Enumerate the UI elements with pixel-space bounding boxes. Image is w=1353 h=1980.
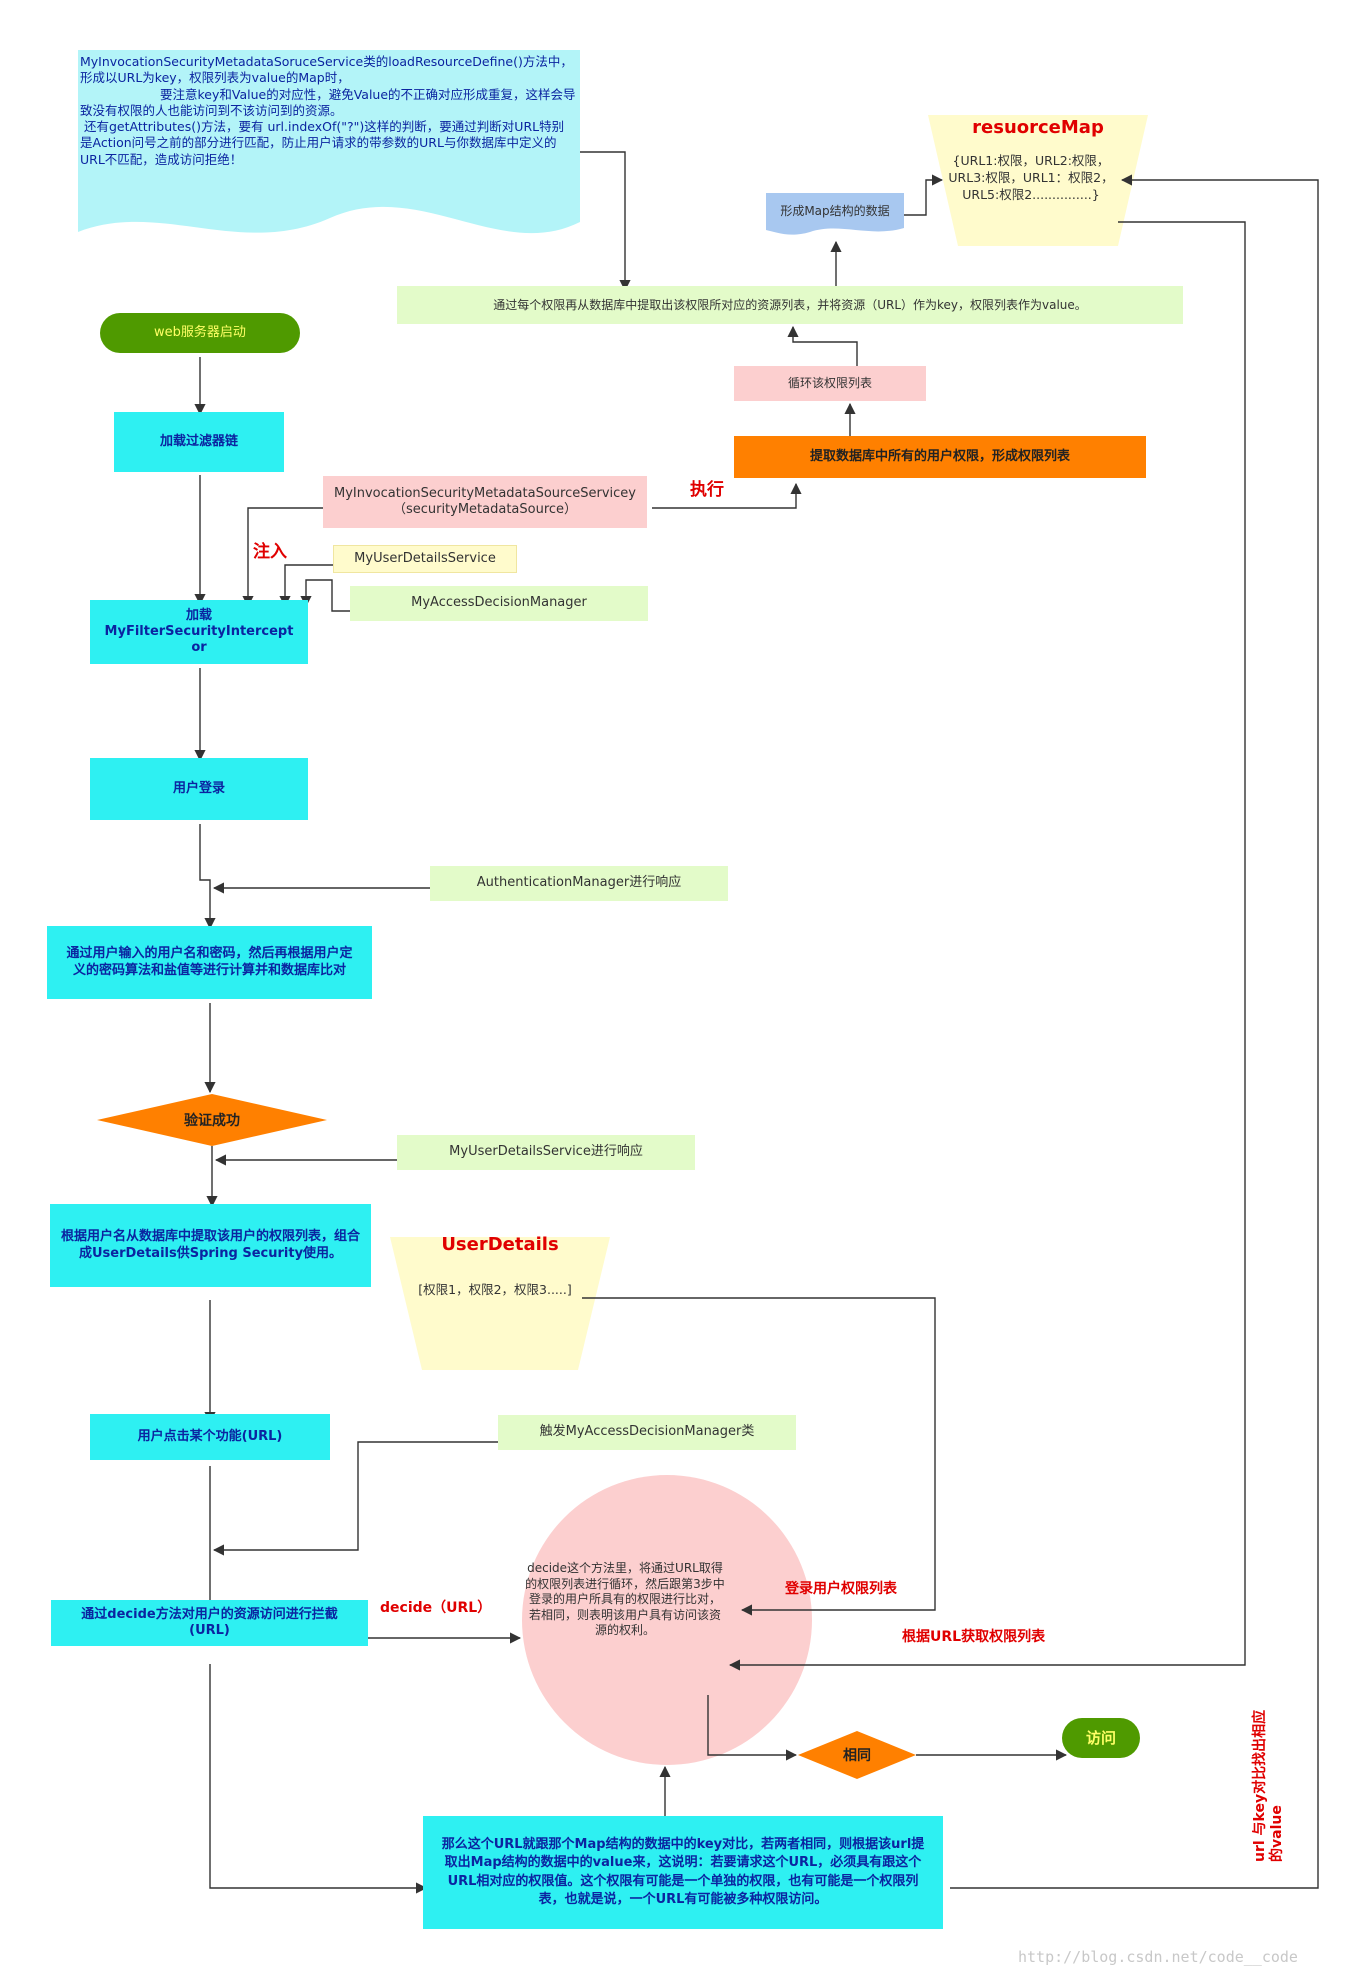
decide-circle-text: decide这个方法里，将通过URL取得的权限列表进行循环，然后跟第3步中登录的…	[525, 1561, 725, 1638]
url-key-compare-box: 那么这个URL就跟那个Map结构的数据中的key对比，若两者相同，则根据该url…	[423, 1816, 943, 1929]
trigger-access-decision-manager: 触发MyAccessDecisionManager类	[498, 1415, 796, 1450]
note-line-1: MyInvocationSecurityMetadataSoruceServic…	[80, 54, 573, 86]
user-details-title: UserDetails	[441, 1234, 559, 1255]
metadata-source-service: MyInvocationSecurityMetadataSourceServic…	[323, 476, 647, 528]
note-text: MyInvocationSecurityMetadataSoruceServic…	[80, 54, 576, 168]
metadata-source-line-1: MyInvocationSecurityMetadataSourceServic…	[334, 485, 636, 501]
access-decision-manager: MyAccessDecisionManager	[350, 586, 648, 621]
login-user-perms-label: 登录用户权限列表	[785, 1581, 897, 1597]
map-data-shape	[766, 193, 904, 235]
user-click-function: 用户点击某个功能(URL)	[90, 1414, 330, 1460]
note-shape	[78, 50, 580, 234]
verify-password: 通过用户输入的用户名和密码，然后再根据用户定义的密码算法和盐值等进行计算并和数据…	[47, 926, 372, 999]
resource-map-title: resuorceMap	[972, 117, 1104, 138]
decide-circle	[522, 1475, 812, 1765]
visit-access: 访问	[1062, 1718, 1140, 1758]
note-line-2: 要注意key和Value的对应性，避免Value的不正确对应形成重复，这样会导致…	[80, 86, 576, 118]
interceptor-line-2: MyFilterSecurityIntercept	[104, 623, 294, 639]
user-details-service-respond: MyUserDetailsService进行响应	[397, 1135, 695, 1170]
same-label: 相同	[843, 1748, 871, 1764]
load-filter-security-interceptor: 加载 MyFilterSecurityIntercept or	[90, 600, 308, 664]
user-details-body: [权限1，权限2，权限3.....]	[418, 1282, 572, 1297]
resource-map-body: {URL1:权限，URL2:权限，URL3:权限，URL1：权限2，URL5:权…	[948, 153, 1114, 202]
execute-label: 执行	[690, 480, 724, 500]
interceptor-line-1: 加载	[185, 607, 212, 623]
extract-permissions: 提取数据库中所有的用户权限，形成权限列表	[734, 436, 1146, 478]
metadata-source-line-2: （securityMetadataSource）	[392, 502, 578, 517]
map-data-label: 形成Map结构的数据	[780, 203, 890, 218]
resource-map-shape	[928, 115, 1148, 246]
note-line-3: 还有getAttributes()方法，要有 url.indexOf("?")这…	[80, 119, 565, 167]
watermark: http://blog.csdn.net/code__code	[1018, 1948, 1298, 1966]
user-details-service: MyUserDetailsService	[333, 545, 517, 573]
inject-label: 注入	[253, 542, 287, 562]
same-diamond	[798, 1731, 916, 1779]
start-web-server: web服务器启动	[100, 313, 300, 353]
build-user-details: 根据用户名从数据库中提取该用户的权限列表，组合成UserDetails供Spri…	[50, 1204, 371, 1287]
authentication-manager: AuthenticationManager进行响应	[430, 866, 728, 901]
verify-success-label: 验证成功	[184, 1113, 240, 1129]
loop-permission-list: 循环该权限列表	[734, 366, 926, 401]
verify-success-diamond	[97, 1094, 327, 1146]
interceptor-line-3: or	[191, 640, 207, 656]
user-login: 用户登录	[90, 758, 308, 820]
url-key-compare-text: url 与key对比找出相应的value	[1252, 1709, 1285, 1862]
user-details-shape	[390, 1237, 610, 1370]
load-filter-chain: 加载过滤器链	[114, 412, 284, 472]
decide-intercept: 通过decide方法对用户的资源访问进行拦截(URL)	[51, 1600, 368, 1646]
loop-each-permission: 通过每个权限再从数据库中提取出该权限所对应的资源列表，并将资源（URL）作为ke…	[397, 286, 1183, 324]
get-perms-by-url-label: 根据URL获取权限列表	[902, 1629, 1046, 1645]
decide-url-label: decide（URL）	[380, 1600, 492, 1616]
url-key-compare-label: url 与key对比找出相应的value	[1252, 1702, 1286, 1862]
